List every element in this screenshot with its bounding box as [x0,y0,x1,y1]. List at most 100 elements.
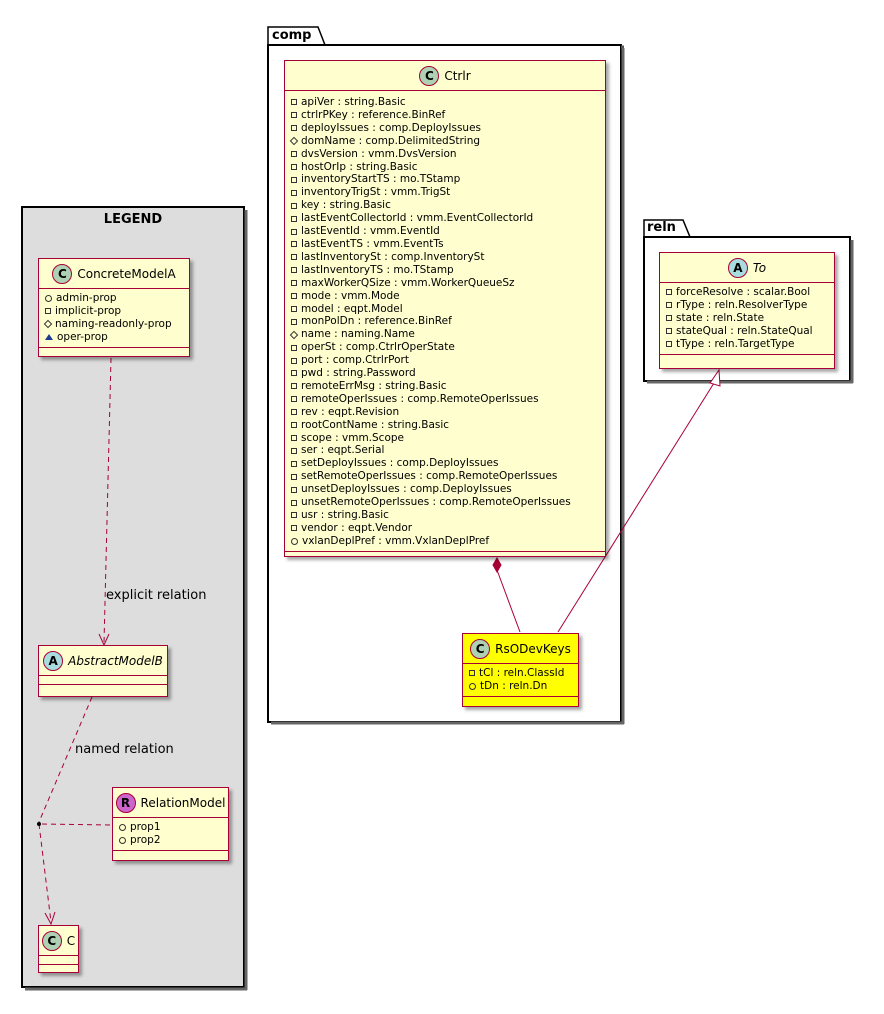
attribute-text: dvsVersion : vmm.DvsVersion [301,147,457,160]
attribute-row: tType : reln.TargetType [666,338,834,351]
attribute-text: unsetDeployIssues : comp.DeployIssues [301,483,512,496]
attribute-row: ctrlrPKey : reference.BinRef [291,109,605,122]
comp-package-title: comp [272,28,312,43]
attribute-row: rev : eqpt.Revision [291,406,605,419]
attribute-row: model : eqpt.Model [291,303,605,316]
relation-stereotype-icon: R [115,792,136,813]
attribute-text: setDeployIssues : comp.DeployIssues [301,457,499,470]
attribute-row: apiVer : string.Basic [291,96,605,109]
class-stereotype-icon: C [470,638,491,659]
attribute-row: domName : comp.DelimitedString [289,134,605,148]
private-visibility-icon [469,670,475,677]
private-visibility-icon [291,486,297,493]
attribute-row: unsetDeployIssues : comp.DeployIssues [291,483,605,496]
attribute-text: mode : vmm.Mode [301,289,400,302]
class-stereotype-icon: C [41,930,62,951]
attribute-row: port : comp.CtrlrPort [291,354,605,367]
private-visibility-icon [291,305,297,312]
class-header: C RsODevKeys [463,634,578,664]
attribute-row: tCl : reln.ClassId [469,667,578,680]
private-visibility-icon [291,163,297,170]
attribute-text: lastEventCollectorId : vmm.EventCollecto… [301,212,534,225]
public-visibility-icon [119,823,126,831]
private-visibility-icon [666,302,672,309]
attribute-text: lastEventId : vmm.EventId [301,225,440,238]
attribute-text: vendor : eqpt.Vendor [301,521,413,534]
attribute-row: mode : vmm.Mode [291,290,605,303]
attribute-row: deployIssues : comp.DeployIssues [291,122,605,135]
legend-abstract-class[interactable]: A AbstractModelB [38,645,168,697]
attribute-text: operSt : comp.CtrlrOperState [301,341,455,354]
attribute-row: ser : eqpt.Serial [291,444,605,457]
attribute-text: state : reln.State [676,311,765,324]
attribute-text: admin-prop [56,292,117,304]
attribute-text: usr : string.Basic [301,509,389,521]
private-visibility-icon [666,315,672,322]
attribute-text: remoteOperIssues : comp.RemoteOperIssues [301,392,539,405]
attribute-row: rootContName : string.Basic [291,419,605,432]
attribute-row: lastInventorySt : comp.InventorySt [291,251,605,264]
attribute-row: tDn : reln.Dn [469,680,578,693]
explicit-relation-label: explicit relation [106,588,207,603]
private-visibility-icon [291,318,297,325]
private-visibility-icon [291,422,297,429]
class-name: RelationModel [140,795,226,810]
attribute-text: hostOrIp : string.Basic [301,160,418,173]
private-visibility-icon [291,447,297,454]
protected-visibility-icon [43,320,53,329]
attribute-row: pwd : string.Password [291,367,605,380]
composition-edge [492,556,521,633]
class-header: C C [39,926,78,956]
private-visibility-icon [291,383,297,390]
attribute-row: usr : string.Basic [291,509,605,522]
attribute-text: vxlanDeplPref : vmm.VxlanDeplPref [302,534,490,547]
abstract-stereotype-icon: A [43,650,64,671]
attribute-text: key : string.Basic [301,199,391,212]
attribute-text: maxWorkerQSize : vmm.WorkerQueueSz [301,276,515,289]
private-visibility-icon [291,176,297,183]
public-visibility-icon [291,537,298,545]
attribute-row: naming-readonly-prop [43,317,189,331]
public-visibility-icon [119,836,126,844]
attribute-row: setDeployIssues : comp.DeployIssues [291,457,605,470]
attribute-text: port : comp.CtrlrPort [301,354,409,367]
private-visibility-icon [291,370,297,377]
private-visibility-icon [291,525,297,532]
private-visibility-icon [291,267,297,274]
private-visibility-icon [291,460,297,467]
legend-c-class[interactable]: C C [38,925,79,973]
public-visibility-icon [469,682,476,690]
package-visibility-icon [45,334,53,341]
private-visibility-icon [291,396,297,403]
attribute-text: naming-readonly-prop [55,317,172,330]
attribute-text: setRemoteOperIssues : comp.RemoteOperIss… [301,470,558,483]
private-visibility-icon [291,151,297,158]
attribute-row: hostOrIp : string.Basic [291,161,605,174]
attribute-row: maxWorkerQSize : vmm.WorkerQueueSz [291,277,605,290]
attribute-text: domName : comp.DelimitedString [301,134,481,147]
attribute-row: lastInventoryTS : mo.TStamp [291,264,605,277]
class-name: RsODevKeys [495,641,571,656]
class-header: A To [660,253,834,283]
attribute-row: dvsVersion : vmm.DvsVersion [291,148,605,161]
protected-visibility-icon [289,136,299,146]
attribute-text: model : eqpt.Model [301,302,403,315]
attribute-text: ser : eqpt.Serial [301,444,385,457]
private-visibility-icon [291,357,297,364]
abstract-stereotype-icon: A [727,257,748,278]
attribute-text: pwd : string.Password [301,367,416,380]
attribute-row: inventoryStartTS : mo.TStamp [291,173,605,186]
class-header: C ConcreteModelA [39,259,189,289]
attribute-text: forceResolve : scalar.Bool [676,286,811,298]
attribute-text: lastEventTS : vmm.EventTs [301,237,444,250]
attribute-row: forceResolve : scalar.Bool [666,286,834,299]
private-visibility-icon [291,280,297,287]
